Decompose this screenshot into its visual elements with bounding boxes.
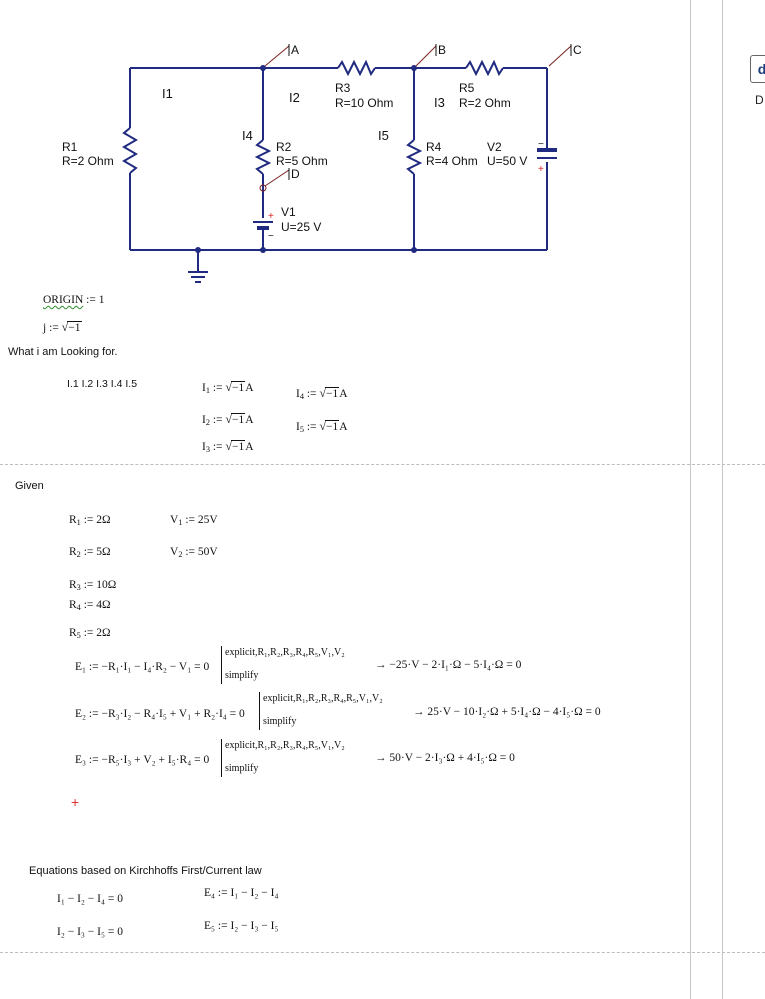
e2-simplify-keyword[interactable]: simplify <box>263 716 297 727</box>
i1-definition[interactable]: I1 := √−1A <box>202 380 254 396</box>
j-definition[interactable]: j := √−1 <box>43 320 82 335</box>
r1-definition[interactable]: R1 := 2Ω <box>69 514 111 528</box>
sqrt-icon: √ <box>61 320 69 334</box>
r4-name: R4 <box>426 140 442 154</box>
page-boundary <box>690 0 691 999</box>
currents-list-label: I.1 I.2 I.3 I.4 I.5 <box>67 378 138 390</box>
e1-equation[interactable]: E₁ := −R₁·I₁ − I₄·R₂ − V₁ = 0 <box>75 661 210 673</box>
junction-dots <box>195 65 417 253</box>
node-a-label: A <box>291 43 299 57</box>
r3-value: R=10 Ohm <box>335 96 393 110</box>
battery-plates <box>188 148 557 283</box>
node-markers <box>288 44 572 180</box>
origin-definition[interactable]: ORIGIN := 1 <box>43 294 104 306</box>
looking-for-label: What i am Looking for. <box>8 346 118 358</box>
node-c-label: C <box>573 43 582 57</box>
e2-explicit-keyword[interactable]: explicit,R₁,R₂,R₃,R₄,R₅,V₁,V₂ <box>263 693 383 704</box>
r1-value: R=2 Ohm <box>62 154 114 168</box>
page-break-2 <box>0 952 690 953</box>
side-fragment-text: D <box>755 93 764 107</box>
v2-definition[interactable]: V2 := 50V <box>170 546 218 560</box>
sqrt-icon: √ <box>319 419 327 433</box>
loop-i2-label: I2 <box>289 90 300 105</box>
v1-value: U=25 V <box>281 220 321 234</box>
given-label: Given <box>15 480 44 492</box>
loop-i5-label: I5 <box>378 128 389 143</box>
i3-definition[interactable]: I3 := √−1A <box>202 439 254 455</box>
r5-name: R5 <box>459 81 475 95</box>
circuit-labels: A B C D I1 I2 I3 I4 I5 R1 R=2 Ohm R2 R=5… <box>62 43 582 242</box>
e2-result: → 25·V − 10·I₂·Ω + 5·I₄·Ω − 4·I₅·Ω = 0 <box>413 706 601 718</box>
r5-definition[interactable]: R5 := 2Ω <box>69 627 111 641</box>
side-document-icon[interactable]: d <box>750 55 765 83</box>
e2-keyword-bracket <box>259 692 260 730</box>
node-d-label: D <box>291 167 300 181</box>
r4-value: R=4 Ohm <box>426 154 478 168</box>
i2-definition[interactable]: I2 := √−1A <box>202 412 254 428</box>
sqrt-icon: √ <box>225 380 233 394</box>
e1-simplify-keyword[interactable]: simplify <box>225 670 259 681</box>
sqrt-icon: √ <box>225 439 233 453</box>
r5-value: R=2 Ohm <box>459 96 511 110</box>
e1-keyword-bracket <box>221 646 222 684</box>
page-break-right-2 <box>692 952 765 953</box>
origin-value: 1 <box>98 294 105 306</box>
e2-equation[interactable]: E₂ := −R₃·I₂ − R₄·I₅ + V₁ + R₂·I₄ = 0 <box>75 708 245 720</box>
origin-keyword: ORIGIN <box>43 294 84 306</box>
e5-definition[interactable]: E₅ := I₂ − I₃ − I₅ <box>204 920 279 932</box>
j-radicand: −1 <box>67 321 82 334</box>
e4-definition[interactable]: E₄ := I₁ − I₂ − I₄ <box>204 887 279 899</box>
insert-cursor-icon[interactable]: + <box>71 794 80 810</box>
r3-name: R3 <box>335 81 351 95</box>
e3-equation[interactable]: E₃ := −R₅·I₃ + V₂ + I₅·R₄ = 0 <box>75 754 210 766</box>
sqrt-icon: √ <box>225 412 233 426</box>
circuit-wires <box>122 59 548 272</box>
r1-name: R1 <box>62 140 78 154</box>
node-probes <box>259 45 572 192</box>
r2-definition[interactable]: R2 := 5Ω <box>69 546 111 560</box>
node-b-label: B <box>438 43 446 57</box>
v2-minus-sign: − <box>538 139 544 150</box>
loop-i3-label: I3 <box>434 95 445 110</box>
page-break-right-1 <box>692 464 765 465</box>
circuit-diagram[interactable]: A B C D I1 I2 I3 I4 I5 R1 R=2 Ohm R2 R=5… <box>0 0 690 300</box>
kirchhoff-label: Equations based on Kirchhoffs First/Curr… <box>29 865 262 877</box>
v2-plus-sign: + <box>538 164 544 175</box>
v2-name: V2 <box>487 140 502 154</box>
r4-definition[interactable]: R4 := 4Ω <box>69 599 111 613</box>
r2-value: R=5 Ohm <box>276 154 328 168</box>
v2-value: U=50 V <box>487 154 527 168</box>
loop-i1-label: I1 <box>162 86 173 101</box>
e1-result: → −25·V − 2·I₁·Ω − 5·I₄·Ω = 0 <box>375 659 522 671</box>
j-variable: j <box>43 322 47 334</box>
i5-definition[interactable]: I5 := √−1A <box>296 419 348 435</box>
page-boundary-right <box>722 0 723 999</box>
page-break-1 <box>0 464 690 465</box>
e3-result: → 50·V − 2·I₃·Ω + 4·I₅·Ω = 0 <box>375 752 515 764</box>
kirchhoff-equation-1[interactable]: I₁ − I₂ − I₄ = 0 <box>57 893 123 905</box>
v1-minus-sign: − <box>268 231 274 242</box>
v1-plus-sign: + <box>268 211 274 222</box>
assign-operator: := <box>86 294 96 306</box>
v1-definition[interactable]: V1 := 25V <box>170 514 218 528</box>
kirchhoff-equation-2[interactable]: I₂ − I₃ − I₅ = 0 <box>57 926 123 938</box>
assign-operator: := <box>49 322 59 334</box>
loop-i4-label: I4 <box>242 128 253 143</box>
v1-name: V1 <box>281 205 296 219</box>
e3-keyword-bracket <box>221 739 222 777</box>
r2-name: R2 <box>276 140 292 154</box>
e1-explicit-keyword[interactable]: explicit,R₁,R₂,R₃,R₄,R₅,V₁,V₂ <box>225 647 345 658</box>
e3-explicit-keyword[interactable]: explicit,R₁,R₂,R₃,R₄,R₅,V₁,V₂ <box>225 740 345 751</box>
e3-simplify-keyword[interactable]: simplify <box>225 763 259 774</box>
i4-definition[interactable]: I4 := √−1A <box>296 386 348 402</box>
sqrt-icon: √ <box>319 386 327 400</box>
r3-definition[interactable]: R3 := 10Ω <box>69 579 117 593</box>
